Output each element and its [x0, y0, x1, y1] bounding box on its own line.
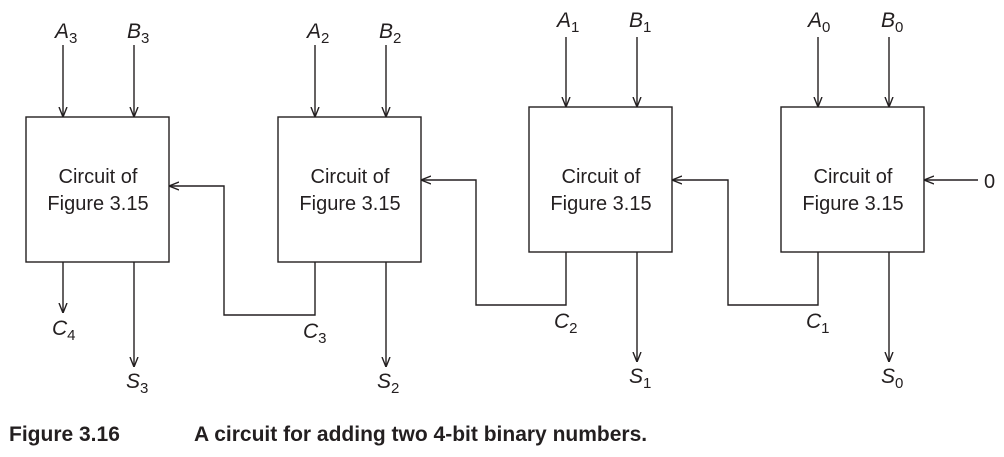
caption-number: Figure 3.16 [9, 423, 120, 446]
carry-c3-wire [169, 186, 316, 316]
input-a2-label: A2 [305, 20, 329, 47]
block-label-line2: Figure 3.15 [299, 193, 400, 215]
block-label-line2: Figure 3.15 [47, 193, 148, 215]
figure-caption: Figure 3.16 A circuit for adding two 4-bi… [9, 423, 647, 447]
adder-block-box [528, 106, 673, 253]
adder-block: Circuit of Figure 3.15 [528, 106, 673, 253]
carry-c2-label: C2 [554, 310, 578, 337]
input-a3-label: A3 [53, 20, 77, 47]
carry-c3-label: C3 [303, 320, 327, 347]
block-label-line2: Figure 3.15 [550, 193, 651, 215]
adder-block: Circuit of Figure 3.15 [780, 106, 925, 253]
input-b1-label: B1 [629, 9, 651, 36]
adder-block: Circuit of Figure 3.15 [25, 116, 170, 263]
sum-s0-label: S0 [881, 365, 903, 392]
input-a1-label: A1 [555, 9, 579, 36]
carry-c1-wire [672, 180, 819, 306]
input-b0-label: B0 [881, 9, 903, 36]
caption-text: A circuit for adding two 4-bit binary nu… [194, 423, 648, 446]
block-label-line1: Circuit of [814, 166, 893, 188]
block-label-line2: Figure 3.15 [802, 193, 903, 215]
input-a0-label: A0 [806, 9, 830, 36]
sum-s2-label: S2 [377, 370, 399, 397]
adder-block: Circuit of Figure 3.15 [277, 116, 422, 263]
block-label-line1: Circuit of [59, 166, 138, 188]
carry-in-label: 0 [984, 171, 995, 193]
block-label-line1: Circuit of [562, 166, 641, 188]
carry-c2-wire [421, 180, 567, 306]
input-b3-label: B3 [127, 20, 149, 47]
block-label-line1: Circuit of [311, 166, 390, 188]
sum-s1-label: S1 [629, 365, 651, 392]
ripple-carry-adder-diagram: Circuit of Figure 3.15 Circuit of Figure… [25, 9, 995, 397]
carry-c4-label: C4 [52, 317, 76, 344]
input-b2-label: B2 [379, 20, 401, 47]
adder-block-box [780, 106, 925, 253]
sum-s3-label: S3 [126, 370, 148, 397]
carry-c1-label: C1 [806, 310, 830, 337]
adder-block-box [25, 116, 170, 263]
adder-block-box [277, 116, 422, 263]
